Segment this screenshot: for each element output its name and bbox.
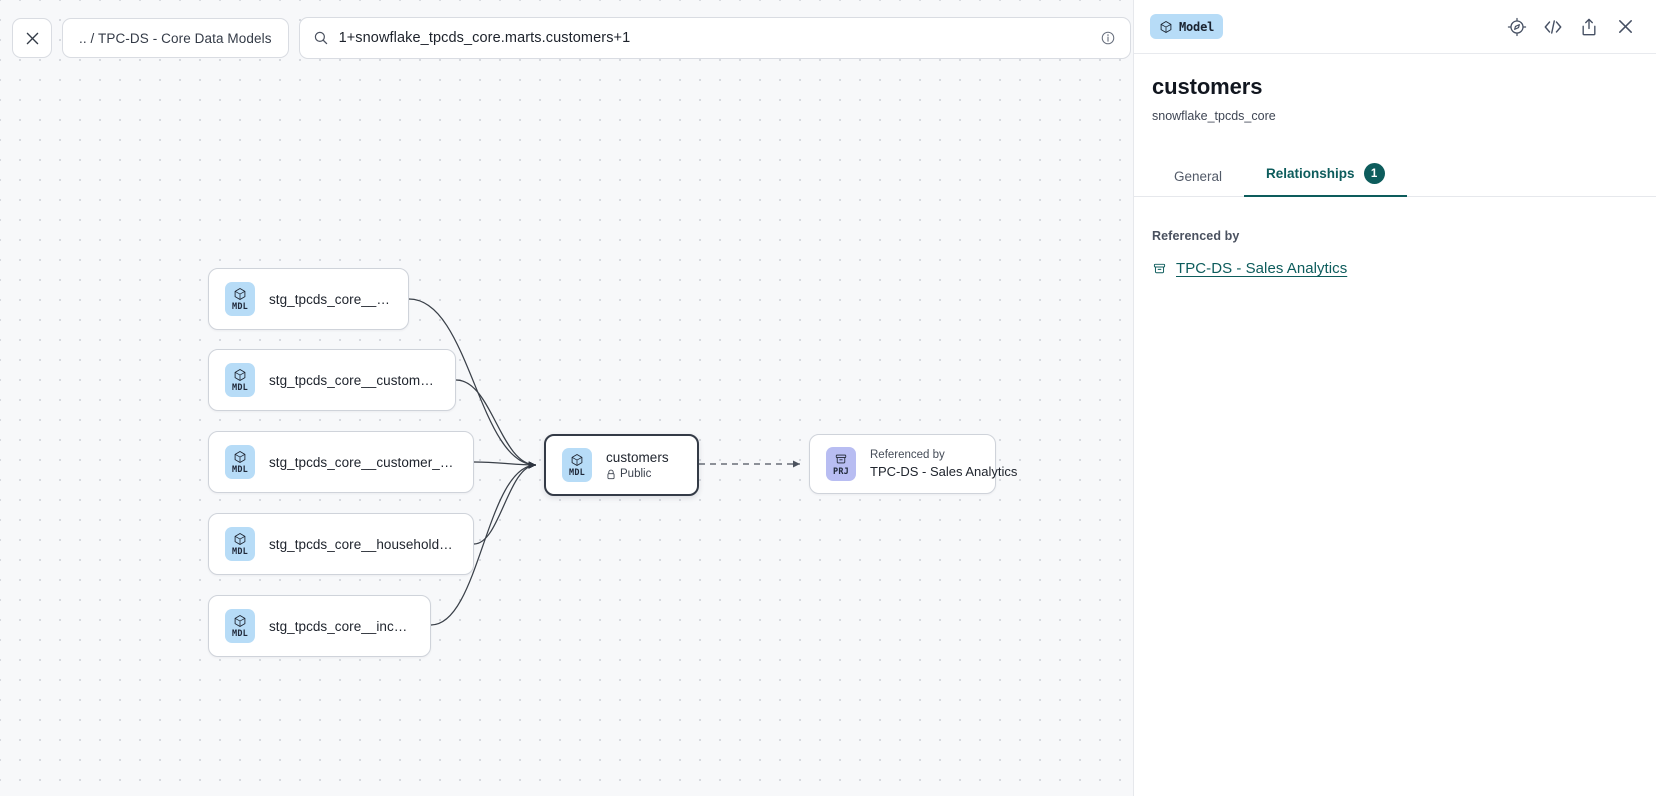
model-badge: MDL [225,527,255,561]
node-label: TPC-DS - Sales Analytics [870,464,1018,479]
info-icon[interactable] [1100,30,1116,46]
lineage-search[interactable]: 1+snowflake_tpcds_core.marts.customers+1 [298,17,1131,59]
lineage-canvas[interactable]: .. / TPC-DS - Core Data Models 1+snowfla… [0,0,1133,796]
cube-icon [233,449,247,464]
lineage-node-model[interactable]: MDL stg_tpcds_core__customer [208,268,409,330]
badge-abbr: MDL [232,628,248,639]
visibility-label: Public [620,468,652,480]
node-label: stg_tpcds_core__customer_address [269,372,439,388]
node-label: stg_tpcds_core__customer_demogra… [269,454,457,470]
lineage-node-model[interactable]: MDL stg_tpcds_core__household_demogr… [208,513,474,575]
lineage-edges [408,298,800,626]
page-subtitle: snowflake_tpcds_core [1152,109,1276,123]
lock-icon [606,469,616,480]
cube-icon [233,367,247,382]
badge-abbr: MDL [569,467,585,478]
lineage-node-model[interactable]: MDL stg_tpcds_core__customer_address [208,349,456,411]
list-item[interactable]: TPC-DS - Sales Analytics [1152,260,1638,277]
view-code-button[interactable] [1540,14,1566,40]
project-icon [834,451,848,466]
detail-panel: Model [1133,0,1656,796]
node-visibility: Public [606,468,669,480]
node-label: stg_tpcds_core__household_demogr… [269,536,457,552]
cube-icon [233,286,247,301]
breadcrumb-label: .. / TPC-DS - Core Data Models [79,30,272,46]
tab-relationships[interactable]: Relationships 1 [1244,153,1407,197]
detail-panel-body: customers snowflake_tpcds_core General R… [1134,54,1656,277]
model-badge: MDL [225,282,255,316]
node-label: customers [606,450,669,465]
badge-abbr: MDL [232,301,248,312]
node-label: stg_tpcds_core__customer [269,291,392,307]
detail-panel-header: Model [1134,0,1656,54]
lineage-node-project[interactable]: PRJ Referenced by TPC-DS - Sales Analyti… [809,434,1018,494]
lineage-node-model[interactable]: MDL stg_tpcds_core__income_band [208,595,431,657]
status-badge: 1 [1363,163,1385,184]
share-icon [1582,18,1596,35]
cube-icon [570,452,584,467]
section-label: Referenced by [1152,229,1240,243]
search-input[interactable]: 1+snowflake_tpcds_core.marts.customers+1 [338,30,631,46]
detail-tabs: General Relationships 1 [1134,153,1656,197]
search-icon [313,30,329,46]
breadcrumb[interactable]: .. / TPC-DS - Core Data Models [62,18,289,58]
project-badge: PRJ [826,447,856,481]
badge-abbr: MDL [232,464,248,475]
share-button[interactable] [1576,14,1602,40]
cube-icon [233,613,247,628]
entity-type-label: Model [1179,19,1215,34]
node-overline: Referenced by [870,449,945,461]
entity-type-chip: Model [1150,14,1224,39]
focus-button[interactable] [1504,14,1530,40]
close-icon [26,32,38,44]
model-badge: MDL [225,445,255,479]
lineage-node-model[interactable]: MDL stg_tpcds_core__customer_demogra… [208,431,474,493]
focus-icon [1507,17,1527,36]
model-badge: MDL [562,448,592,482]
code-icon [1544,19,1562,34]
cube-icon [233,531,247,546]
tab-general[interactable]: General [1152,159,1244,197]
model-badge: MDL [225,609,255,643]
lineage-node-selected[interactable]: MDL customers Public [544,434,699,496]
close-lineage-button[interactable] [12,18,52,58]
tab-label: Relationships [1266,166,1355,181]
close-panel-button[interactable] [1612,14,1638,40]
badge-abbr: PRJ [833,466,849,477]
reference-link[interactable]: TPC-DS - Sales Analytics [1176,260,1348,277]
tab-label: General [1174,169,1223,184]
page-title: customers [1152,74,1263,99]
badge-abbr: MDL [232,382,248,393]
model-badge: MDL [225,363,255,397]
project-icon [1152,261,1167,276]
cube-icon [1159,20,1173,34]
badge-abbr: MDL [232,546,248,557]
canvas-toolbar: .. / TPC-DS - Core Data Models 1+snowfla… [12,17,1133,59]
node-label: stg_tpcds_core__income_band [269,618,414,634]
close-icon [1618,20,1632,33]
